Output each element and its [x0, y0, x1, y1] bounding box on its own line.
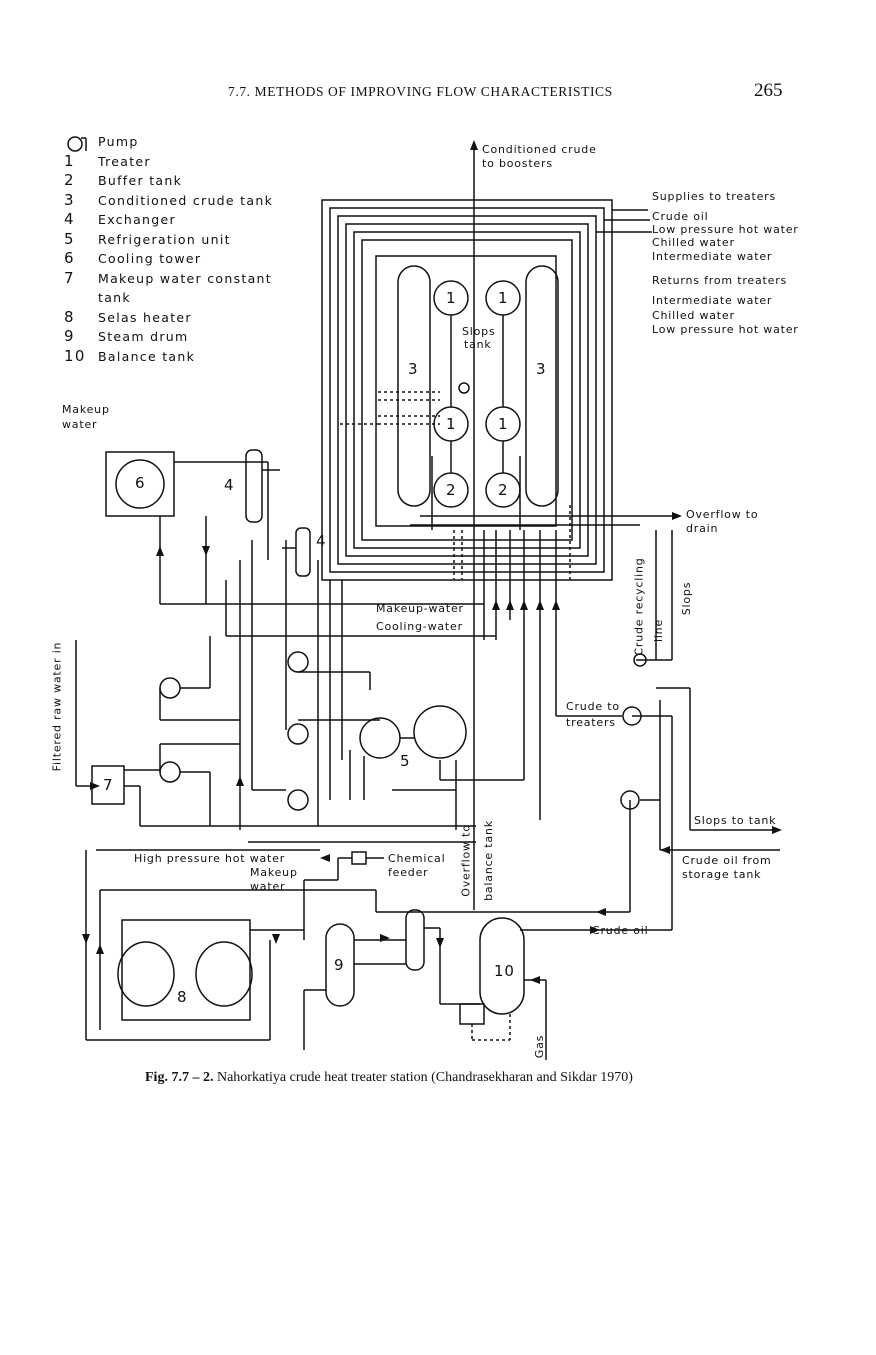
equipment-7: 7 [103, 776, 114, 794]
figure-caption-label: Fig. 7.7 – 2. [145, 1070, 214, 1085]
label-overflow-drain-2: drain [686, 522, 719, 535]
label-intermediate-water: Intermediate water [652, 250, 773, 263]
legend-item: tank [98, 290, 131, 305]
label-makeup-water-line: Makeup-water [376, 602, 464, 615]
label-filtered-raw-water: Filtered raw water in [50, 641, 64, 772]
pump-legend-icon [67, 136, 87, 152]
label-slops-tank: Slops [462, 325, 496, 338]
equipment-8: 8 [177, 988, 188, 1006]
label-crude-oil-bottom: Crude oil [592, 924, 649, 937]
equipment-1b: 1 [498, 289, 509, 307]
figure-caption-text: Nahorkatiya crude heat treater station (… [213, 1070, 633, 1085]
equipment-5: 5 [400, 752, 411, 770]
label-hp-hot-water: High pressure hot water [134, 852, 286, 865]
equipment-4a: 4 [224, 476, 235, 494]
label-makeup-water-low: Makeup [250, 866, 298, 879]
label-overflow-drain: Overflow to [686, 508, 759, 521]
label-chemical-feeder-2: feeder [388, 866, 429, 879]
label-crude-recycling-2: line [652, 618, 666, 643]
equipment-6: 6 [135, 474, 146, 492]
label-slops-to-tank: Slops to tank [694, 814, 777, 827]
equipment-9: 9 [334, 956, 345, 974]
label-makeup-water-low-2: water [250, 880, 286, 893]
equipment-2b: 2 [498, 481, 509, 499]
equipment-1c: 1 [446, 415, 457, 433]
label-crude-oil: Crude oil [652, 210, 709, 223]
process-flow-diagram [75, 140, 782, 1060]
label-slops-tank-2: tank [464, 338, 492, 351]
label-overflow-balance: Overflow to [459, 824, 473, 897]
label-slops: Slops [680, 581, 694, 616]
equipment-1d: 1 [498, 415, 509, 433]
running-header: 7.7. METHODS OF IMPROVING FLOW CHARACTER… [228, 84, 613, 99]
label-lp-hot-water: Low pressure hot water [652, 223, 799, 236]
label-chemical-feeder: Chemical [388, 852, 446, 865]
label-conditioned-crude: Conditioned crude [482, 143, 597, 156]
label-ret-intermediate: Intermediate water [652, 294, 773, 307]
equipment-3b: 3 [536, 360, 547, 378]
page-number: 265 [754, 80, 783, 101]
label-crude-oil-from: Crude oil from [682, 854, 772, 867]
equipment-10: 10 [494, 962, 515, 980]
figure-caption: Fig. 7.7 – 2. Nahorkatiya crude heat tre… [145, 1070, 633, 1086]
label-crude-oil-from-2: storage tank [682, 868, 762, 881]
label-chilled-water: Chilled water [652, 236, 735, 249]
label-makeup-water-top: Makeup [62, 403, 110, 416]
label-overflow-balance-2: balance tank [481, 820, 495, 901]
label-crude-to-treaters: Crude to [566, 700, 620, 713]
label-gas: Gas [533, 1034, 547, 1059]
label-crude-recycling: Crude recycling [632, 557, 646, 656]
label-ret-lp-hot: Low pressure hot water [652, 323, 799, 336]
label-makeup-water-top-2: water [62, 418, 98, 431]
label-conditioned-crude-2: to boosters [482, 157, 553, 170]
equipment-2a: 2 [446, 481, 457, 499]
label-crude-to-treaters-2: treaters [566, 716, 616, 729]
equipment-4b: 4 [316, 532, 327, 550]
label-cooling-water-line: Cooling-water [376, 620, 463, 633]
label-ret-chilled: Chilled water [652, 309, 735, 322]
label-supplies: Supplies to treaters [652, 190, 777, 203]
legend [67, 136, 87, 152]
legend-item: Pump [98, 134, 139, 149]
equipment-3a: 3 [408, 360, 419, 378]
equipment-1a: 1 [446, 289, 457, 307]
label-returns: Returns from treaters [652, 274, 788, 287]
